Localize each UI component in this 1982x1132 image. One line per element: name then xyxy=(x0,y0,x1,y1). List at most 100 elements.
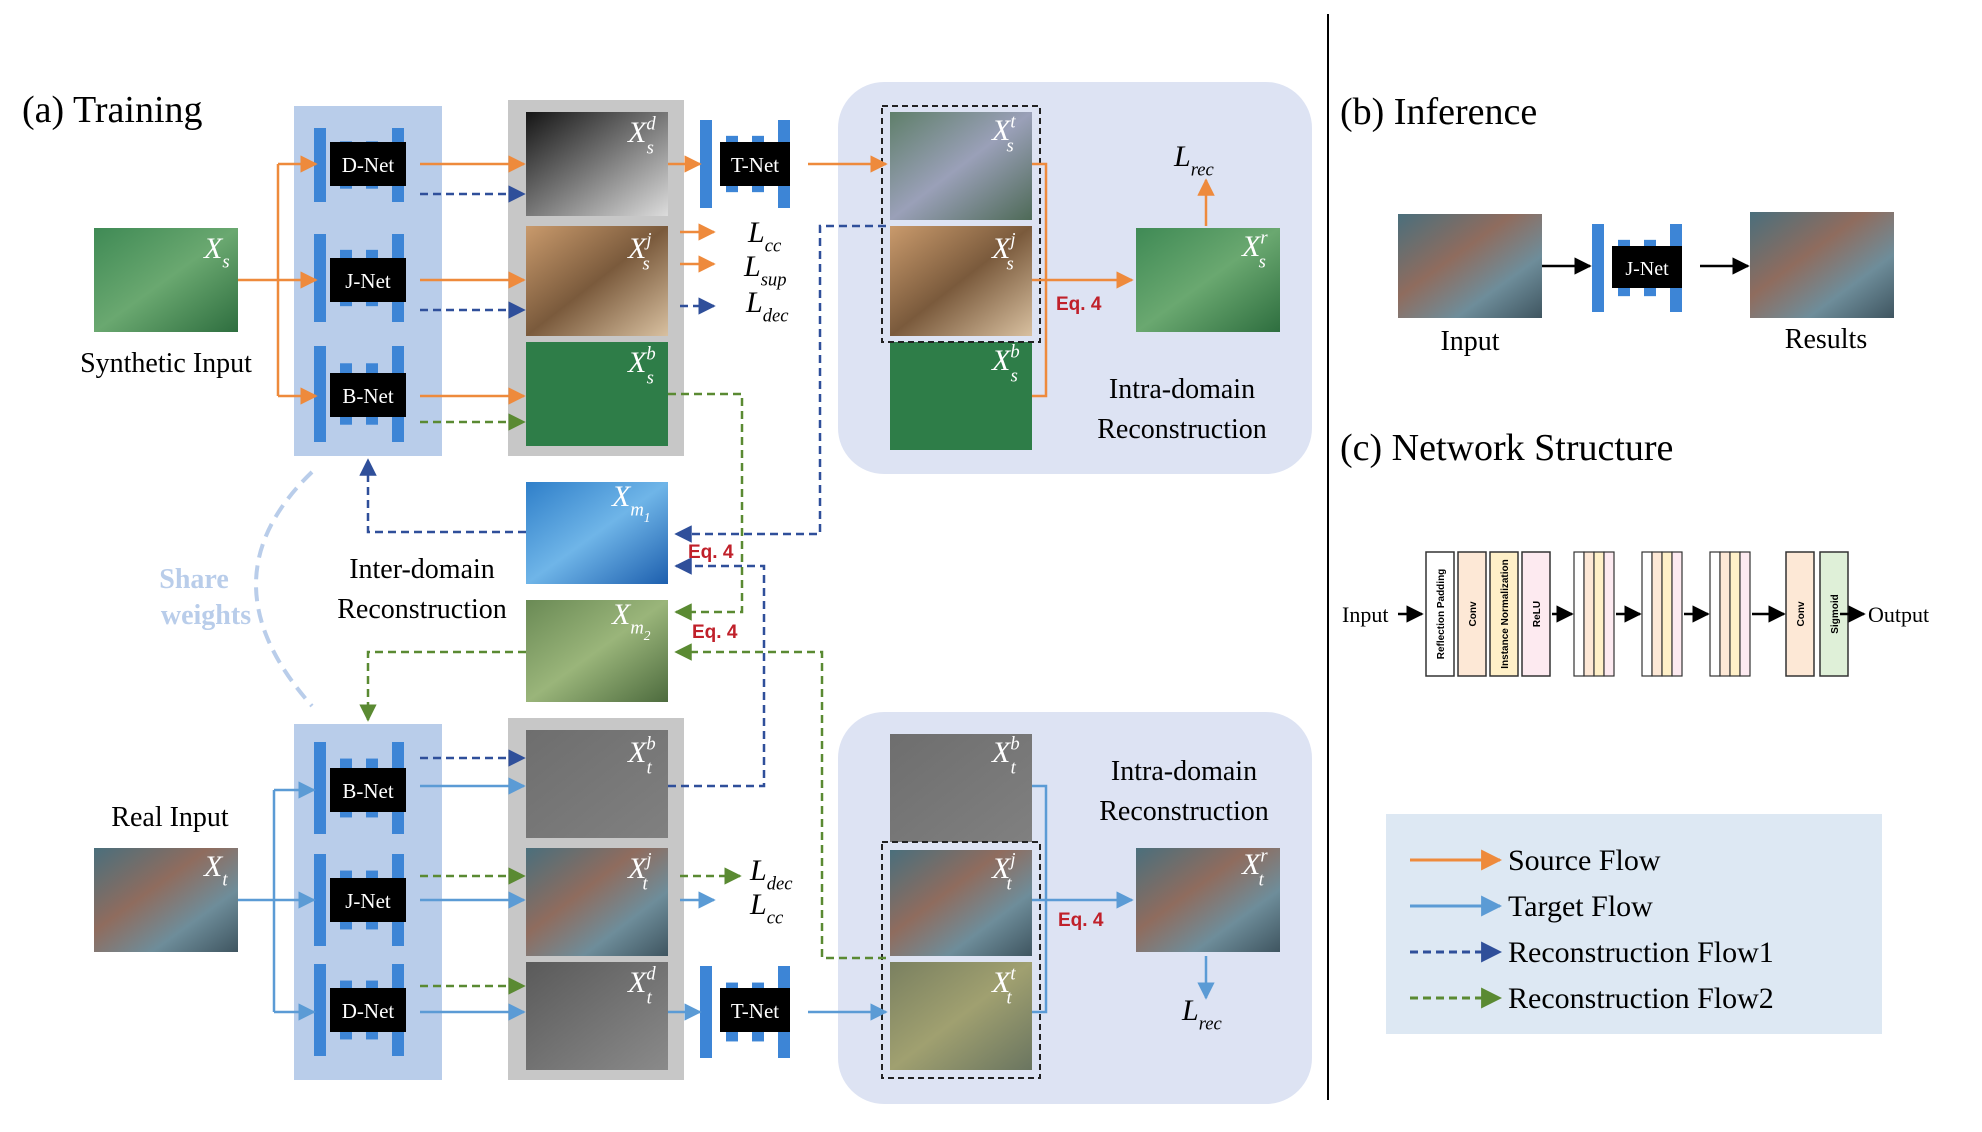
network-block-3 xyxy=(1641,551,1683,677)
inference-input-image xyxy=(1398,214,1542,318)
t-net-top: T-Net xyxy=(720,142,790,186)
svg-text:B-Net: B-Net xyxy=(342,779,393,803)
label-ldec-top: Ldec xyxy=(745,286,789,327)
image-xs-r xyxy=(1136,228,1280,332)
network-layer-3: Instance Normalization xyxy=(1489,551,1519,677)
eq4-label-top: Eq. 4 xyxy=(1056,294,1102,315)
t-net-bottom: T-Net xyxy=(720,988,790,1032)
image-xs-j xyxy=(526,226,668,336)
inference-results-label: Results xyxy=(1785,324,1867,355)
legend-label: Target Flow xyxy=(1508,890,1653,923)
inference-results-image xyxy=(1750,212,1894,318)
legend-label: Reconstruction Flow1 xyxy=(1508,936,1774,969)
svg-text:B-Net: B-Net xyxy=(342,384,393,408)
d-net-top: D-Net xyxy=(330,142,406,186)
intra-domain-bottom-line1: Intra-domain xyxy=(1111,756,1257,787)
label-ldec-bottom: Ldec xyxy=(749,854,793,895)
label-xt: Xt xyxy=(203,850,228,891)
label-lcc-bottom: Lcc xyxy=(749,888,784,929)
intra-domain-top-line1: Intra-domain xyxy=(1109,374,1255,405)
image-xs-d xyxy=(526,112,668,216)
legend-label: Reconstruction Flow2 xyxy=(1508,982,1774,1015)
svg-text:J-Net: J-Net xyxy=(1625,258,1669,280)
legend-item: Reconstruction Flow1 xyxy=(1410,936,1774,969)
dashed-group-bottom xyxy=(881,841,1041,1079)
intra-domain-bottom-line2: Reconstruction xyxy=(1099,796,1269,827)
network-title: (c) Network Structure xyxy=(1340,427,1673,469)
legend-item: Source Flow xyxy=(1410,844,1661,877)
image-xt-b-intra xyxy=(890,734,1032,842)
image-xs-b-intra xyxy=(890,342,1032,450)
training-title: (a) Training xyxy=(22,89,203,131)
network-layer-label: Conv xyxy=(1796,601,1807,626)
synthetic-input-image xyxy=(94,228,238,332)
label-lrec-bottom: Lrec xyxy=(1181,994,1222,1035)
inter-domain-line1: Inter-domain xyxy=(349,554,495,585)
network-layer-label: Sigmoid xyxy=(1830,594,1841,633)
label-lcc-top: Lcc xyxy=(747,216,782,257)
network-layer-4: ReLU xyxy=(1521,551,1551,677)
j-net-top: J-Net xyxy=(330,258,406,302)
image-xs-j-intra xyxy=(890,226,1032,336)
synthetic-input-label: Synthetic Input xyxy=(80,348,252,379)
network-layer-label: Instance Normalization xyxy=(1500,559,1511,668)
svg-text:D-Net: D-Net xyxy=(342,999,395,1023)
inference-title: (b) Inference xyxy=(1340,91,1537,133)
image-xt-j-intra xyxy=(890,850,1032,956)
svg-text:J-Net: J-Net xyxy=(345,889,391,913)
label-lrec-top: Lrec xyxy=(1173,140,1214,181)
eq4-label-bottom: Eq. 4 xyxy=(1058,910,1104,931)
real-input-image xyxy=(94,848,238,952)
recon-flow2-arrows xyxy=(359,392,886,995)
inter-domain-line2: Reconstruction xyxy=(337,594,507,625)
legend-item: Target Flow xyxy=(1410,890,1653,923)
intra-domain-top-line2: Reconstruction xyxy=(1097,414,1267,445)
svg-text:T-Net: T-Net xyxy=(731,999,779,1023)
share-weights-line2: weights xyxy=(161,600,251,631)
eq4-label-xm2: Eq. 4 xyxy=(692,622,738,643)
b-net-bottom: B-Net xyxy=(330,768,406,812)
share-weights-line1: Share xyxy=(159,564,229,595)
image-xt-d xyxy=(526,962,668,1070)
image-xs-t xyxy=(890,112,1032,220)
svg-text:D-Net: D-Net xyxy=(342,153,395,177)
b-net-top: B-Net xyxy=(330,373,406,417)
legend-label: Source Flow xyxy=(1508,844,1661,877)
dashed-group-top xyxy=(881,105,1041,343)
network-layer-label: ReLU xyxy=(1532,601,1543,627)
image-xs-b xyxy=(526,342,668,446)
image-xt-b xyxy=(526,730,668,838)
network-block-4 xyxy=(1709,551,1751,677)
svg-text:J-Net: J-Net xyxy=(345,269,391,293)
share-weights-arc xyxy=(254,470,314,708)
real-input-label: Real Input xyxy=(111,802,229,833)
network-layer-label: Reflection Padding xyxy=(1436,569,1447,660)
label-xs: Xs xyxy=(203,232,230,273)
network-block-2 xyxy=(1573,551,1615,677)
recon-flow1-arrows xyxy=(359,185,886,788)
image-xm2 xyxy=(526,600,668,702)
network-layer-1: Reflection Padding xyxy=(1425,551,1455,677)
inference-input-label: Input xyxy=(1440,326,1499,357)
network-input-label: Input xyxy=(1342,602,1388,627)
label-xm2: Xm2 xyxy=(611,598,651,643)
j-net-bottom: J-Net xyxy=(330,878,406,922)
network-layer-label: Conv xyxy=(1468,601,1479,626)
target-flow-arrows xyxy=(238,777,1215,1021)
network-layer-2: Conv xyxy=(1457,551,1487,677)
eq4-label-xm1: Eq. 4 xyxy=(688,542,734,563)
